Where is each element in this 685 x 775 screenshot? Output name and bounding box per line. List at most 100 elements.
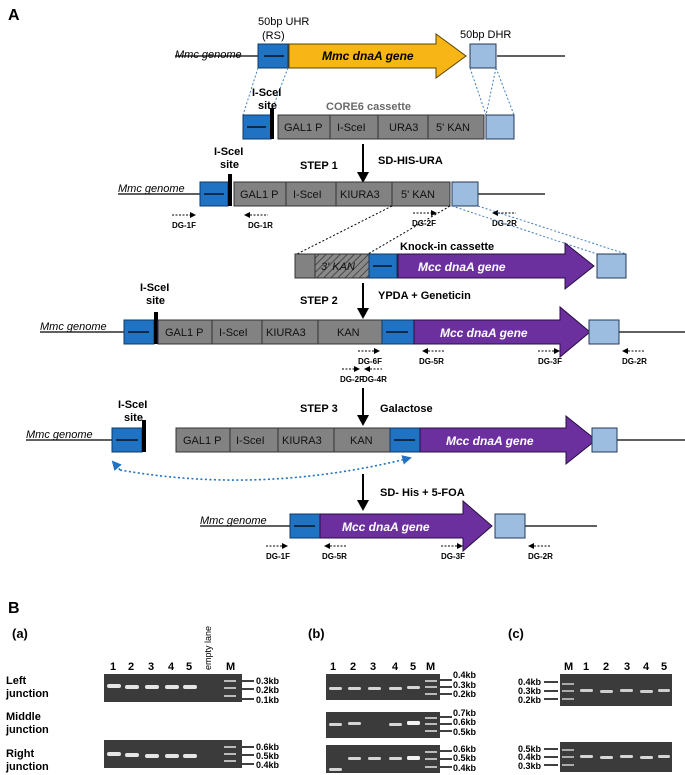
step3-box-2-text: I-SceI [236, 435, 265, 447]
primer-dg-2r-c: DG-2R [528, 543, 553, 561]
b-mid-size-markers: 0.7kb 0.6kb 0.5kb [440, 708, 477, 737]
primer-dg-1f-a: DG-1F [172, 212, 196, 230]
c-bot-size-markers: 0.5kb 0.4kb 0.3kb [518, 744, 558, 771]
isce-site-marker-4 [142, 420, 146, 452]
svg-text:DG-4R: DG-4R [362, 375, 387, 384]
c-lane-4: 4 [643, 661, 650, 673]
svg-text:DG-2F: DG-2F [340, 375, 364, 384]
svg-text:DG-1F: DG-1F [266, 552, 290, 561]
genome-label-4: Mmc genome [26, 429, 93, 441]
primer-dg-5r-a: DG-5R [419, 348, 444, 366]
map-dotted-3 [485, 67, 497, 116]
svg-text:0.2kb: 0.2kb [256, 685, 280, 695]
svg-text:0.4kb: 0.4kb [453, 763, 477, 773]
step1-box-1-text: GAL1 P [240, 189, 279, 201]
gel-c-bot [560, 742, 672, 772]
core6-box-4-text: 5' KAN [436, 122, 470, 134]
gel-b-mid-bands [329, 717, 437, 732]
b-lane-m: M [426, 661, 435, 673]
c-lane-2: 2 [603, 661, 609, 673]
b-lane-1: 1 [330, 661, 336, 673]
genome-label-5: Mmc genome [200, 515, 267, 527]
svg-text:0.5kb: 0.5kb [518, 744, 542, 754]
svg-text:0.3kb: 0.3kb [453, 680, 477, 690]
svg-text:0.1kb: 0.1kb [256, 695, 280, 705]
step1-box-3 [335, 181, 393, 207]
three-kan-box [314, 253, 370, 279]
step3-box-2 [229, 427, 279, 453]
mcc-gene-label-2: Mcc dnaA gene [440, 326, 528, 340]
b-left-size-markers: 0.4kb 0.3kb 0.2kb [440, 670, 477, 699]
map-dotted-2 [495, 67, 515, 116]
core6-box-2 [329, 114, 379, 140]
a-lane-m: M [226, 661, 235, 673]
row-mid-1: Middle [6, 711, 41, 723]
gel-c-top-bands [562, 683, 670, 700]
step2-label: STEP 2 [300, 295, 338, 307]
knockin-label: Knock-in cassette [400, 241, 494, 253]
b-right-size-markers: 0.6kb 0.5kb 0.4kb [440, 744, 477, 773]
knockin-gray-box [294, 253, 316, 279]
c-lane-3: 3 [624, 661, 630, 673]
svg-text:0.7kb: 0.7kb [453, 708, 477, 718]
step3-medium: Galactose [380, 403, 433, 415]
step4-arrowhead [357, 500, 369, 511]
svg-text:0.3kb: 0.3kb [256, 676, 280, 686]
svg-text:DG-3F: DG-3F [441, 552, 465, 561]
mmc-gene-label: Mmc dnaA gene [322, 49, 414, 63]
genome-label-2: Mmc genome [118, 183, 185, 195]
step2-box-4 [317, 319, 383, 345]
mcc-gene-label-3: Mcc dnaA gene [446, 434, 534, 448]
isce-site-marker-3 [154, 312, 158, 344]
map-dotted-9 [477, 205, 627, 255]
step2-box-3 [261, 319, 319, 345]
primer-dg-2r-b: DG-2R [622, 348, 647, 366]
step4-medium: SD- His + 5-FOA [380, 487, 465, 499]
three-kan-text: 3' KAN [321, 261, 355, 273]
mcc-gene-4 [319, 499, 493, 553]
step1-label: STEP 1 [300, 160, 338, 172]
svg-text:0.6kb: 0.6kb [256, 742, 280, 752]
svg-text:DG-2R: DG-2R [622, 357, 647, 366]
step1-box-2-text: I-SceI [293, 189, 322, 201]
step3-arrowhead [357, 415, 369, 426]
a-right-size-markers: 0.6kb 0.5kb 0.4kb [242, 742, 280, 770]
site-label-1: site [258, 100, 277, 112]
map-dotted-5 [269, 67, 289, 116]
gel-a-right-bands [107, 746, 236, 762]
core6-box-1 [277, 114, 331, 140]
step1-box-4-text: 5' KAN [401, 189, 435, 201]
panel-b-label: B [8, 600, 20, 617]
step3-box-1-text: GAL1 P [183, 435, 222, 447]
svg-text:DG-1F: DG-1F [172, 221, 196, 230]
a-left-size-markers: 0.3kb 0.2kb 0.1kb [242, 676, 280, 705]
svg-text:0.6kb: 0.6kb [453, 744, 477, 754]
step1-box-1 [233, 181, 287, 207]
c-lane-5: 5 [661, 661, 667, 673]
a-lane-empty: empty lane [203, 626, 213, 670]
step3-label: STEP 3 [300, 403, 338, 415]
step3-box-1 [175, 427, 231, 453]
step1-lblue-box [451, 181, 479, 207]
svg-text:0.4kb: 0.4kb [518, 752, 542, 762]
step3-box-3-text: KIURA3 [282, 435, 322, 447]
svg-text:DG-2R: DG-2R [528, 552, 553, 561]
mcc-gene-2 [413, 305, 591, 359]
core6-lblue-box [485, 114, 515, 140]
svg-text:DG-5R: DG-5R [419, 357, 444, 366]
map-dotted-1 [469, 67, 487, 116]
b-lane-3: 3 [370, 661, 376, 673]
step3-box-4-text: KAN [350, 435, 373, 447]
svg-text:DG-2F: DG-2F [412, 219, 436, 228]
gel-b-mid [326, 712, 440, 738]
step3-lblue-box [591, 427, 618, 453]
primer-dg-1f-b: DG-1F [266, 543, 290, 561]
map-dotted-6 [296, 205, 393, 255]
isce-site-label-1: I-SceI [252, 87, 281, 99]
primer-dg-4r: DG-4R [362, 366, 387, 384]
b-lane-4: 4 [392, 661, 399, 673]
primer-dg-2f-b: DG-2F [340, 366, 364, 384]
gel-c-top [560, 674, 672, 706]
dhr-box-1 [469, 43, 497, 69]
step2-arrowhead [357, 308, 369, 319]
